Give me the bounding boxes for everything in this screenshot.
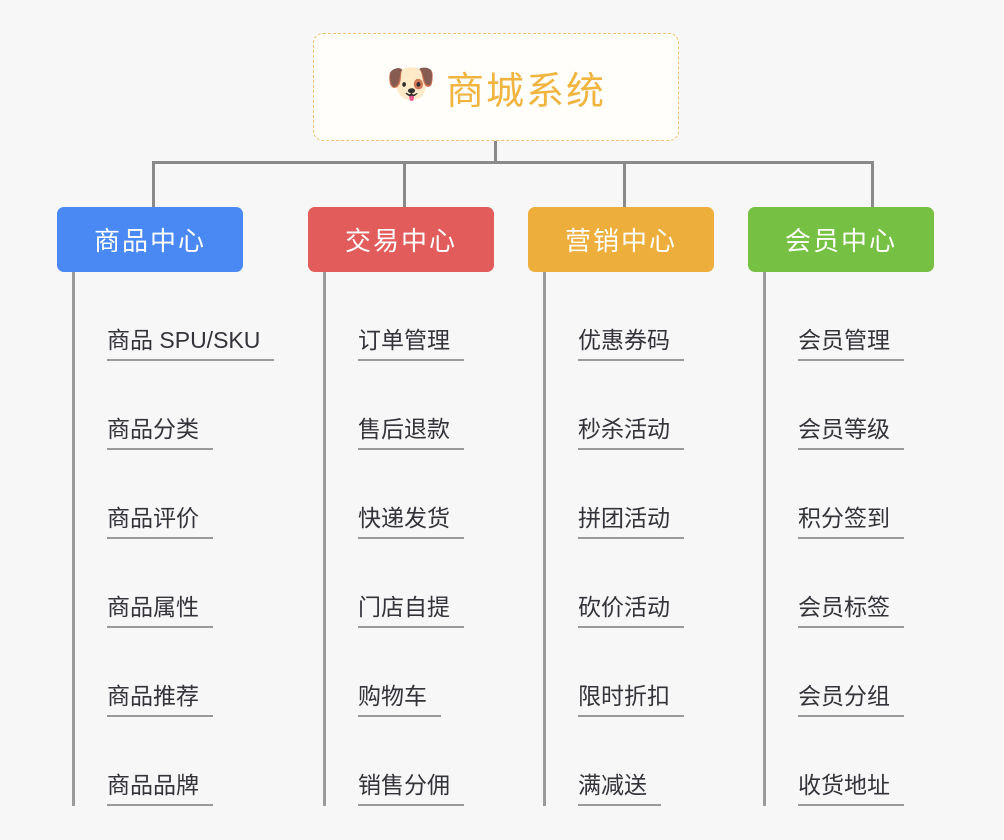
list-item[interactable]: 会员分组 xyxy=(766,628,934,717)
sub-item-label: 满减送 xyxy=(578,772,661,806)
category-title: 商品中心 xyxy=(93,226,206,256)
sub-item-label: 秒杀活动 xyxy=(578,416,684,450)
sub-item-label: 售后退款 xyxy=(358,416,464,450)
sub-item-label: 会员标签 xyxy=(798,594,904,628)
sub-item-label: 商品品牌 xyxy=(107,772,213,806)
sub-item-list-2: 订单管理 售后退款 快递发货 门店自提 购物车 销售分佣 xyxy=(323,272,494,806)
sub-item-label: 商品推荐 xyxy=(107,683,213,717)
category-header-3[interactable]: 营销中心 xyxy=(528,207,714,272)
sub-item-label: 会员分组 xyxy=(798,683,904,717)
sub-item-label: 销售分佣 xyxy=(358,772,464,806)
root-title: 商城系统 xyxy=(445,70,606,113)
list-item[interactable]: 满减送 xyxy=(546,717,714,806)
category-header-1[interactable]: 商品中心 xyxy=(57,207,243,272)
sub-item-label: 商品评价 xyxy=(107,505,213,539)
list-item[interactable]: 销售分佣 xyxy=(326,717,494,806)
category-header-2[interactable]: 交易中心 xyxy=(308,207,494,272)
branch-column-2: 交易中心 订单管理 售后退款 快递发货 门店自提 购物车 销售分佣 xyxy=(308,207,494,806)
category-header-4[interactable]: 会员中心 xyxy=(748,207,934,272)
list-item[interactable]: 商品分类 xyxy=(75,361,274,450)
sub-item-label: 优惠券码 xyxy=(578,327,684,361)
sub-item-label: 会员等级 xyxy=(798,416,904,450)
list-item[interactable]: 会员等级 xyxy=(766,361,934,450)
sub-item-label: 收货地址 xyxy=(798,772,904,806)
list-item[interactable]: 拼团活动 xyxy=(546,450,714,539)
shiba-dog-icon: 🐶 xyxy=(385,62,436,106)
sub-item-label: 商品 SPU/SKU xyxy=(107,327,275,361)
category-title: 会员中心 xyxy=(784,226,897,256)
branch-column-4: 会员中心 会员管理 会员等级 积分签到 会员标签 会员分组 收货地址 xyxy=(748,207,934,806)
connector-bus xyxy=(152,161,874,164)
connector-drop-3 xyxy=(623,161,626,209)
sub-item-label: 限时折扣 xyxy=(578,683,684,717)
list-item[interactable]: 商品属性 xyxy=(75,539,274,628)
branch-column-1: 商品中心 商品 SPU/SKU 商品分类 商品评价 商品属性 商品推荐 商品品牌 xyxy=(57,207,275,806)
root-node[interactable]: 🐶 商城系统 xyxy=(313,33,679,141)
sub-item-label: 积分签到 xyxy=(798,505,904,539)
connector-drop-4 xyxy=(871,161,874,209)
list-item[interactable]: 优惠券码 xyxy=(546,272,714,361)
list-item[interactable]: 收货地址 xyxy=(766,717,934,806)
list-item[interactable]: 商品推荐 xyxy=(75,628,274,717)
sub-item-list-3: 优惠券码 秒杀活动 拼团活动 砍价活动 限时折扣 满减送 xyxy=(543,272,714,806)
sub-item-label: 商品属性 xyxy=(107,594,213,628)
list-item[interactable]: 会员管理 xyxy=(766,272,934,361)
list-item[interactable]: 商品评价 xyxy=(75,450,274,539)
connector-drop-1 xyxy=(152,161,155,209)
list-item[interactable]: 订单管理 xyxy=(326,272,494,361)
category-title: 营销中心 xyxy=(564,226,677,256)
list-item[interactable]: 门店自提 xyxy=(326,539,494,628)
list-item[interactable]: 砍价活动 xyxy=(546,539,714,628)
connector-drop-2 xyxy=(403,161,406,209)
connector-root-stem xyxy=(494,141,497,163)
category-title: 交易中心 xyxy=(344,226,457,256)
sub-item-label: 快递发货 xyxy=(358,505,464,539)
sub-item-list-1: 商品 SPU/SKU 商品分类 商品评价 商品属性 商品推荐 商品品牌 xyxy=(72,272,275,806)
branch-column-3: 营销中心 优惠券码 秒杀活动 拼团活动 砍价活动 限时折扣 满减送 xyxy=(528,207,714,806)
list-item[interactable]: 限时折扣 xyxy=(546,628,714,717)
sub-item-label: 购物车 xyxy=(358,683,441,717)
sub-item-label: 会员管理 xyxy=(798,327,904,361)
sub-item-label: 门店自提 xyxy=(358,594,464,628)
list-item[interactable]: 秒杀活动 xyxy=(546,361,714,450)
list-item[interactable]: 商品 SPU/SKU xyxy=(75,272,275,361)
sub-item-label: 订单管理 xyxy=(358,327,464,361)
list-item[interactable]: 售后退款 xyxy=(326,361,494,450)
sub-item-label: 拼团活动 xyxy=(578,505,684,539)
list-item[interactable]: 积分签到 xyxy=(766,450,934,539)
list-item[interactable]: 快递发货 xyxy=(326,450,494,539)
sub-item-list-4: 会员管理 会员等级 积分签到 会员标签 会员分组 收货地址 xyxy=(763,272,934,806)
list-item[interactable]: 购物车 xyxy=(326,628,494,717)
list-item[interactable]: 会员标签 xyxy=(766,539,934,628)
list-item[interactable]: 商品品牌 xyxy=(75,717,274,806)
sub-item-label: 砍价活动 xyxy=(578,594,684,628)
sub-item-label: 商品分类 xyxy=(107,416,213,450)
